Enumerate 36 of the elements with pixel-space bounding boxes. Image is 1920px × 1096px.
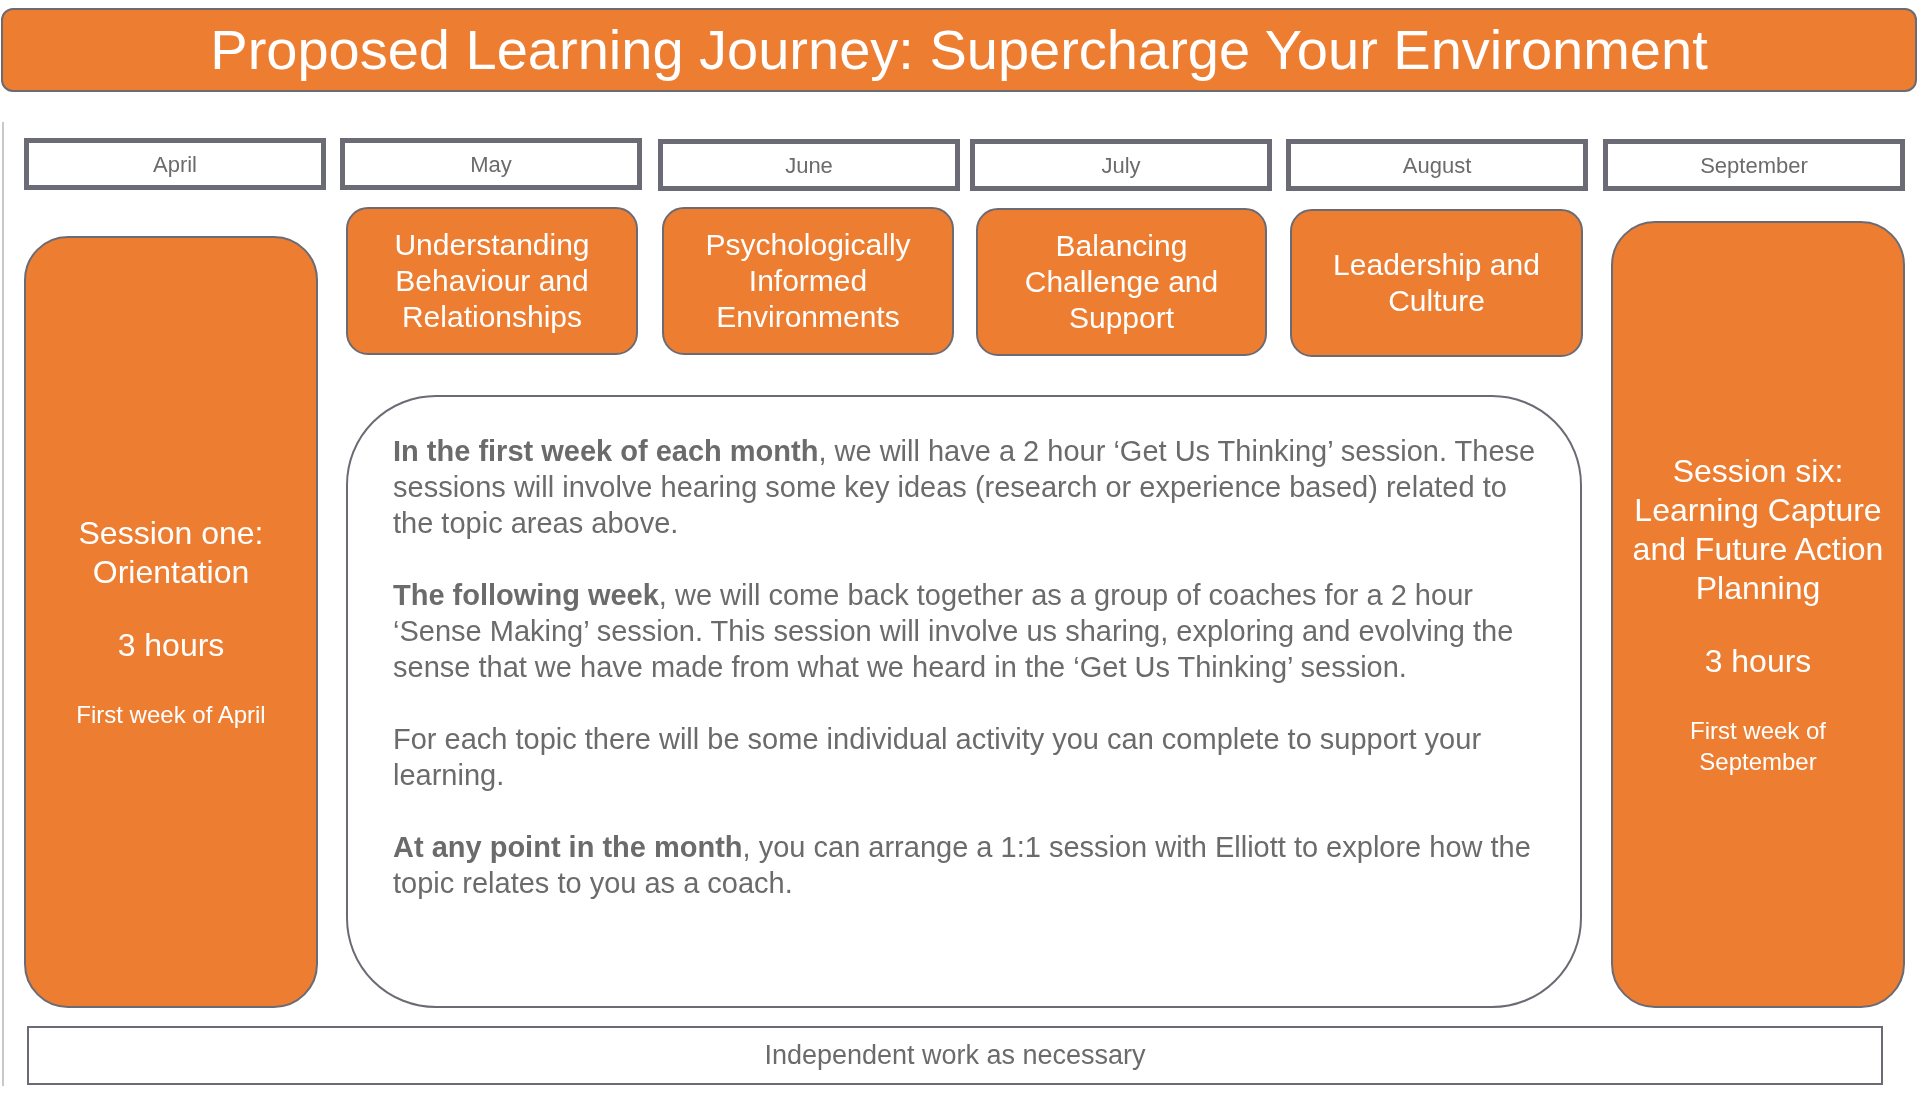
node-text: May [470, 150, 512, 179]
node-text: For each topic there will be some individual activity you can complete to support your learning. [393, 722, 1483, 793]
node-text: Understanding Behaviour and Relationships [393, 227, 591, 335]
node-text: Psychologically Informed Environments [704, 227, 912, 335]
node-text: Session one: Orientation [77, 514, 265, 592]
node-text: Leadership and Culture [1332, 247, 1541, 319]
month-header [1286, 139, 1588, 191]
topic-box [346, 207, 638, 355]
node-text: First week of September [1689, 716, 1827, 777]
node-text: Session six: Learning Capture and Future Action Planning [1631, 452, 1885, 608]
month-header [24, 138, 326, 190]
topic-box [1290, 209, 1583, 357]
topic-box [662, 207, 954, 355]
node-text: The following week, we will come back together as a group of coaches for a 2 hour ‘Sense Making’ session. This session will involve us sharing, exploring and evolving the sense that we have made from what we heard in the ‘Get Us Thinking’ session. [393, 578, 1515, 685]
session-panel [24, 236, 318, 1008]
month-header [658, 139, 960, 191]
info-panel [346, 395, 1582, 1008]
node-text: At any point in the month, you can arrange a 1:1 session with Elliott to explore how the topic relates to you as a coach. [393, 830, 1532, 901]
node-text: July [1101, 151, 1141, 180]
node-text: Balancing Challenge and Support [1023, 228, 1220, 336]
node-text: 3 hours [1704, 642, 1812, 681]
session-panel [1611, 221, 1905, 1008]
node-text: 3 hours [117, 626, 225, 665]
node-text: First week of April [76, 700, 266, 730]
footer-bar [27, 1026, 1883, 1085]
node-text: April [153, 150, 197, 179]
node-text: September [1700, 151, 1808, 180]
month-header [970, 139, 1272, 191]
node-text: June [785, 151, 833, 180]
node-text: August [1402, 151, 1472, 180]
title-banner: Proposed Learning Journey: Supercharge Your Environment [1, 8, 1917, 92]
node-text: Independent work as necessary [764, 1039, 1146, 1073]
node-text: In the first week of each month, we will have a 2 hour ‘Get Us Thinking’ session. These sessions will involve hearing some key ideas (research or experience based) related to the topic areas above. [393, 434, 1537, 541]
month-header [1603, 139, 1905, 191]
topic-box [976, 208, 1267, 356]
month-header [340, 138, 642, 190]
